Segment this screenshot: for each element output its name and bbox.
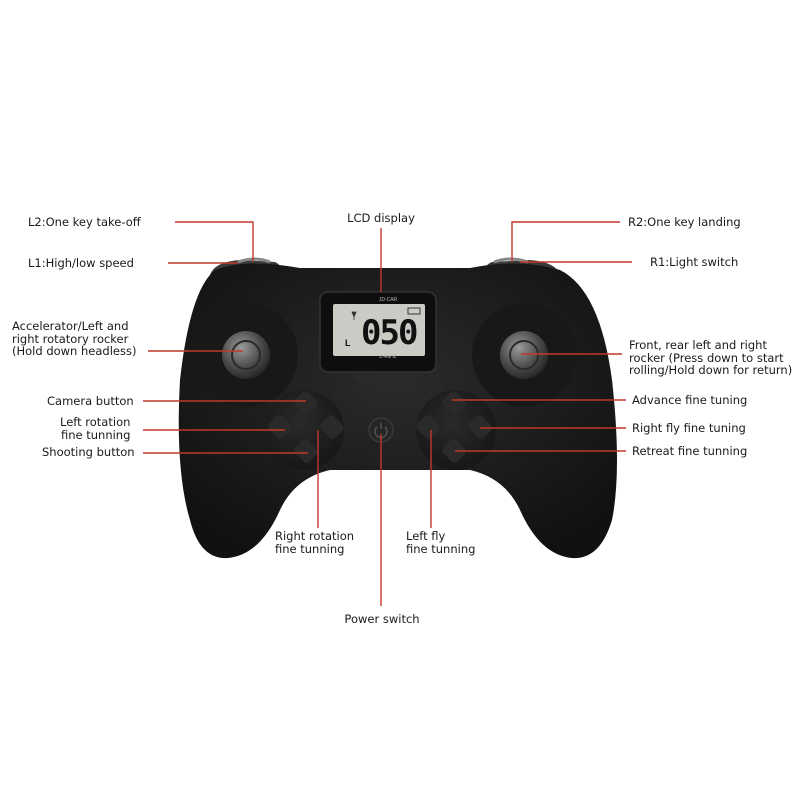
lcd-brand: JD-CAR [378,297,398,303]
right-fly-button[interactable] [467,414,494,441]
left-rotation-button[interactable] [267,414,294,441]
label-right-rocker: Front, rear left and right rocker (Press… [629,338,793,377]
shooting-button[interactable] [293,438,320,465]
label-r1: R1:Light switch [650,255,739,269]
lcd-screen [333,304,425,356]
leader-r2 [511,221,620,262]
leader-lines [143,221,632,606]
label-r2: R2:One key landing [628,215,741,229]
label-power: Power switch [344,612,420,626]
lcd-frequency: 2.4GHZ [379,354,397,360]
label-shooting: Shooting button [42,445,135,459]
lcd-value: 050 [361,313,418,353]
label-left-rocker: Accelerator/Left and right rotatory rock… [12,319,137,358]
retreat-button[interactable] [441,438,468,465]
left-joystick[interactable] [222,331,270,379]
label-retreat: Retreat fine tunning [632,444,748,458]
advance-button[interactable] [441,390,468,417]
label-advance: Advance fine tuning [632,393,748,407]
left-dpad [267,390,346,465]
lcd-latch [352,376,404,382]
label-camera: Camera button [47,394,134,408]
label-left-fly: Left fly fine tunning [406,529,476,556]
lcd-mode: L [345,338,351,348]
camera-button[interactable] [293,390,320,417]
label-left-rotation: Left rotation fine tunning [60,415,131,442]
leader-l2 [175,221,254,262]
left-fly-button[interactable] [415,414,442,441]
right-joystick[interactable] [500,331,548,379]
label-l1: L1:High/low speed [28,256,134,270]
label-right-fly: Right fly fine tuning [632,421,746,435]
right-dpad [415,390,494,465]
label-lcd-display: LCD display [347,211,415,225]
label-right-rotation: Right rotation fine tunning [275,529,355,556]
right-rotation-button[interactable] [319,414,346,441]
label-l2: L2:One key take-off [28,215,141,229]
